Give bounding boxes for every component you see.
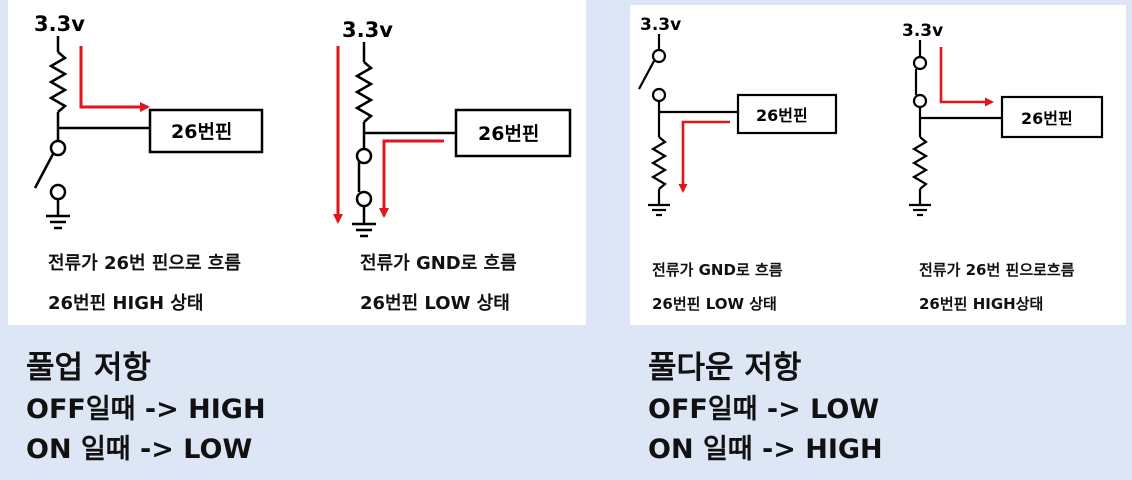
- voltage-label: 3.3v: [34, 12, 85, 36]
- pulldown-circuit-a: 3.3v 26번핀 전류가 GND로 흐름 26번핀 LOW 상태: [638, 15, 838, 313]
- pulldown-panel: 3.3v 26번핀 전류가 GND로 흐름 26번핀 LOW 상태 3.3v: [630, 5, 1126, 325]
- resistor: [911, 136, 929, 190]
- caption-state: 26번핀 LOW 상태: [652, 295, 777, 313]
- pullup-diagram: 3.3v 26번핀 전류가 26번 핀으로 흐름 26번핀 HIGH 상태: [33, 12, 572, 314]
- caption-current: 전류가 26번 핀으로흐름: [919, 261, 1075, 279]
- pullup-title: 풀업 저항: [26, 350, 151, 386]
- pullup-heading: 풀업 저항 OFF일때 -> HIGH ON 일때 -> LOW: [26, 346, 266, 470]
- switch-contact: [49, 139, 67, 157]
- ground-symbol: [648, 203, 670, 217]
- gpio-pin-label: 26번핀: [1021, 109, 1073, 128]
- gpio-pin-box: [148, 108, 264, 154]
- current-arrow: [379, 139, 444, 218]
- pulldown-on-line: ON 일때 -> HIGH: [648, 434, 883, 465]
- gpio-pin-label: 26번핀: [171, 121, 232, 143]
- switch-lever: [638, 60, 655, 90]
- gpio-pin-label: 26번핀: [756, 106, 808, 125]
- gpio-pin-box: [736, 93, 838, 135]
- voltage-label: 3.3v: [342, 18, 393, 42]
- ground-symbol: [46, 214, 70, 230]
- pulldown-diagram: 3.3v 26번핀 전류가 GND로 흐름 26번핀 LOW 상태 3.3v: [638, 15, 1104, 313]
- pulldown-heading: 풀다운 저항 OFF일때 -> LOW ON 일때 -> HIGH: [648, 346, 883, 470]
- current-arrow: [939, 47, 994, 107]
- switch-contact: [912, 93, 928, 109]
- ground-symbol: [352, 222, 376, 238]
- gpio-pin-box: [1000, 95, 1104, 139]
- switch-contact: [49, 183, 67, 201]
- resistor: [48, 51, 68, 113]
- switch-contact: [651, 48, 667, 64]
- caption-state: 26번핀 LOW 상태: [360, 293, 510, 314]
- pulldown-circuit-b: 3.3v 26번핀 전류가 26번 핀으로흐름 26번핀 HIGH상태: [902, 21, 1104, 313]
- pullup-circuit-b: 3.3v 26번핀 전류가 GND로 흐름 26번핀 LOW 상태: [333, 18, 572, 314]
- caption-current: 전류가 GND로 흐름: [360, 253, 517, 274]
- ground-symbol: [909, 203, 931, 217]
- voltage-label: 3.3v: [902, 21, 943, 41]
- switch-contact: [651, 87, 667, 103]
- current-arrow: [79, 46, 150, 112]
- caption-current: 전류가 GND로 흐름: [652, 261, 783, 279]
- switch-contact: [355, 190, 373, 208]
- pulldown-off-line: OFF일때 -> LOW: [648, 394, 880, 425]
- current-arrow: [678, 120, 730, 193]
- pullup-circuit-a: 3.3v 26번핀 전류가 26번 핀으로 흐름 26번핀 HIGH 상태: [33, 12, 264, 314]
- pulldown-title: 풀다운 저항: [648, 350, 802, 386]
- switch-contact: [912, 55, 928, 71]
- pullup-panel: 3.3v 26번핀 전류가 26번 핀으로 흐름 26번핀 HIGH 상태: [8, 0, 586, 325]
- resistor: [650, 136, 668, 190]
- caption-state: 26번핀 HIGH상태: [919, 295, 1043, 313]
- gpio-pin-label: 26번핀: [478, 123, 539, 145]
- caption-current: 전류가 26번 핀으로 흐름: [48, 253, 241, 274]
- switch-lever: [33, 153, 55, 189]
- resistor: [354, 61, 374, 123]
- switch-contact: [355, 147, 373, 165]
- pullup-off-line: OFF일때 -> HIGH: [26, 394, 266, 425]
- voltage-label: 3.3v: [640, 15, 681, 35]
- caption-state: 26번핀 HIGH 상태: [48, 293, 203, 314]
- pullup-on-line: ON 일때 -> LOW: [26, 434, 253, 465]
- gpio-pin-box: [454, 108, 572, 158]
